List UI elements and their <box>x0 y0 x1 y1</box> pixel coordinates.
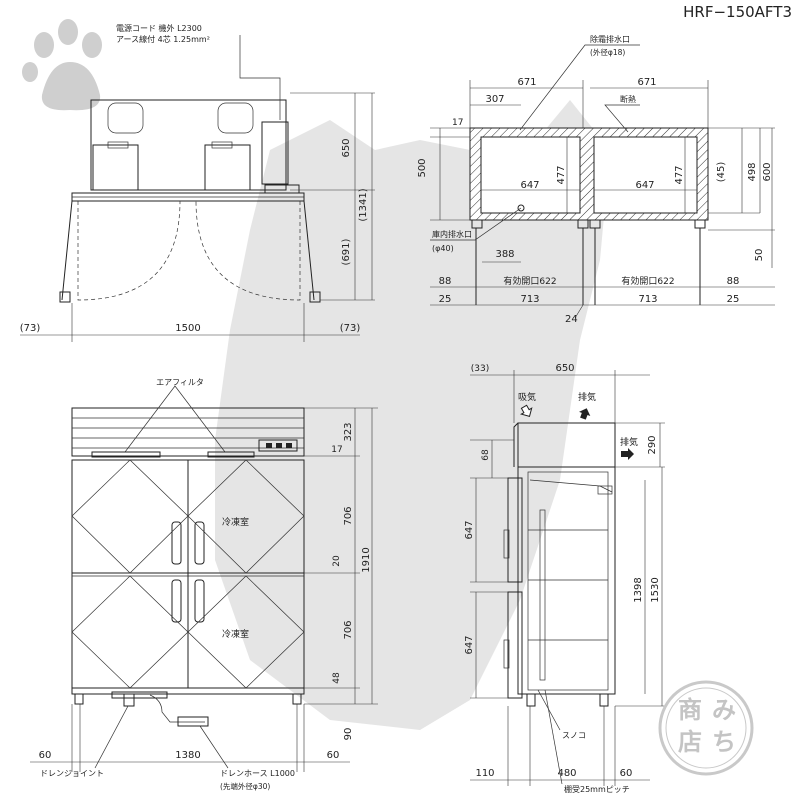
dim-20: 20 <box>332 555 342 567</box>
dim-top-650: 650 <box>341 138 352 157</box>
freezer-upper-label: 冷凍室 <box>222 516 249 528</box>
dim-671-right: 671 <box>637 77 656 88</box>
dim-480: 480 <box>557 768 576 779</box>
drain-outlet-size: (φ40) <box>432 244 454 253</box>
dim-50: 50 <box>754 249 765 262</box>
dim-713-left: 713 <box>520 294 539 305</box>
front-view: エアフィルタ 冷凍室 冷凍室 ドレンジョイント ドレンホース L1000 (先端… <box>30 378 378 791</box>
dim-388: 388 <box>495 249 514 260</box>
dim-top-1500: 1500 <box>175 323 200 334</box>
exhaust-side-label: 排気 <box>620 436 638 448</box>
dim-290: 290 <box>647 435 658 454</box>
top-view: 650 (1341) (691) 1500 (73) (73) 電源コード 機外… <box>20 23 375 342</box>
dim-713-right: 713 <box>638 294 657 305</box>
dim-top-73-left: (73) <box>20 323 41 334</box>
dim-25-right: 25 <box>727 294 740 305</box>
dim-647-right: 647 <box>635 180 654 191</box>
dim-647-upper: 647 <box>464 520 475 539</box>
effective-opening-right: 有効開口622 <box>621 275 674 287</box>
dim-88-left: 88 <box>439 276 452 287</box>
intake-label: 吸気 <box>518 391 536 403</box>
dim-24: 24 <box>565 314 578 325</box>
shelf-pitch-label: 棚受25mmピッチ <box>564 784 630 794</box>
exhaust-top-label: 排気 <box>578 391 596 403</box>
defrost-drain-label: 除霜排水口 <box>590 34 630 44</box>
model-number: HRF−150AFT3 <box>683 3 792 21</box>
dim-650-side: 650 <box>555 363 574 374</box>
paw-logo-icon <box>22 19 102 111</box>
freezer-lower-label: 冷凍室 <box>222 628 249 640</box>
dim-17-section: 17 <box>452 118 463 128</box>
power-cord-label: 電源コード 機外 L2300 <box>116 23 202 33</box>
dim-110: 110 <box>475 768 494 779</box>
dim-307: 307 <box>485 94 504 105</box>
dim-706-lower: 706 <box>343 620 354 639</box>
shelf-grid-label: スノコ <box>562 731 586 740</box>
dim-60-side: 60 <box>620 768 633 779</box>
dim-top-691: (691) <box>341 238 352 265</box>
compressor-left <box>92 102 144 191</box>
dim-323: 323 <box>343 422 354 441</box>
drain-hose-label: ドレンホース L1000 <box>220 769 295 778</box>
defrost-drain-size: (外径φ18) <box>590 47 625 57</box>
dim-1910: 1910 <box>361 547 372 572</box>
dim-498: 498 <box>747 162 758 181</box>
dim-1530: 1530 <box>650 577 661 602</box>
exhaust-top-arrow-icon <box>579 408 591 420</box>
shop-stamp-logo: みち商店 <box>658 680 754 776</box>
dim-647-left: 647 <box>520 180 539 191</box>
dim-68: 68 <box>481 449 491 461</box>
dim-90: 90 <box>343 728 354 741</box>
drain-joint-label: ドレンジョイント <box>40 769 104 778</box>
dim-45: (45) <box>716 162 727 183</box>
dim-48: 48 <box>332 672 342 684</box>
dim-500: 500 <box>417 158 428 177</box>
dim-706-upper: 706 <box>343 506 354 525</box>
dim-25-left: 25 <box>439 294 452 305</box>
exhaust-side-arrow-icon <box>621 448 634 460</box>
section-view: 除霜排水口 (外径φ18) 断熱 庫内排水口 (φ40) 671 671 307… <box>417 34 775 325</box>
dim-60-left: 60 <box>39 750 52 761</box>
drain-outlet-label: 庫内排水口 <box>432 229 472 239</box>
intake-arrow-icon <box>520 404 533 417</box>
dim-17-front: 17 <box>331 445 342 455</box>
stamp-text: みち商店 <box>678 696 736 756</box>
air-filter-label: エアフィルタ <box>156 378 204 387</box>
effective-opening-left: 有効開口622 <box>503 275 556 287</box>
dim-top-73-right: (73) <box>340 323 361 334</box>
dim-647-lower: 647 <box>464 635 475 654</box>
drain-hose-size: (先端外径φ30) <box>220 781 270 791</box>
dim-1380: 1380 <box>175 750 200 761</box>
side-view: 吸気 排気 排気 スノコ 棚受25mmピッチ (33) 650 290 1398… <box>464 363 665 794</box>
dim-60-right: 60 <box>327 750 340 761</box>
earth-wire-label: アース線付 4芯 1.25mm² <box>116 34 210 44</box>
cat-watermark <box>215 100 610 730</box>
dim-33: (33) <box>471 364 489 374</box>
dim-671-left: 671 <box>517 77 536 88</box>
dim-600: 600 <box>762 162 773 181</box>
dim-477-left: 477 <box>556 165 567 184</box>
insulation-label: 断熱 <box>620 94 636 104</box>
dim-88-right: 88 <box>727 276 740 287</box>
dim-477-right: 477 <box>674 165 685 184</box>
dim-1398: 1398 <box>633 577 644 602</box>
dim-top-1341: (1341) <box>358 188 369 221</box>
compressor-right <box>204 102 254 191</box>
